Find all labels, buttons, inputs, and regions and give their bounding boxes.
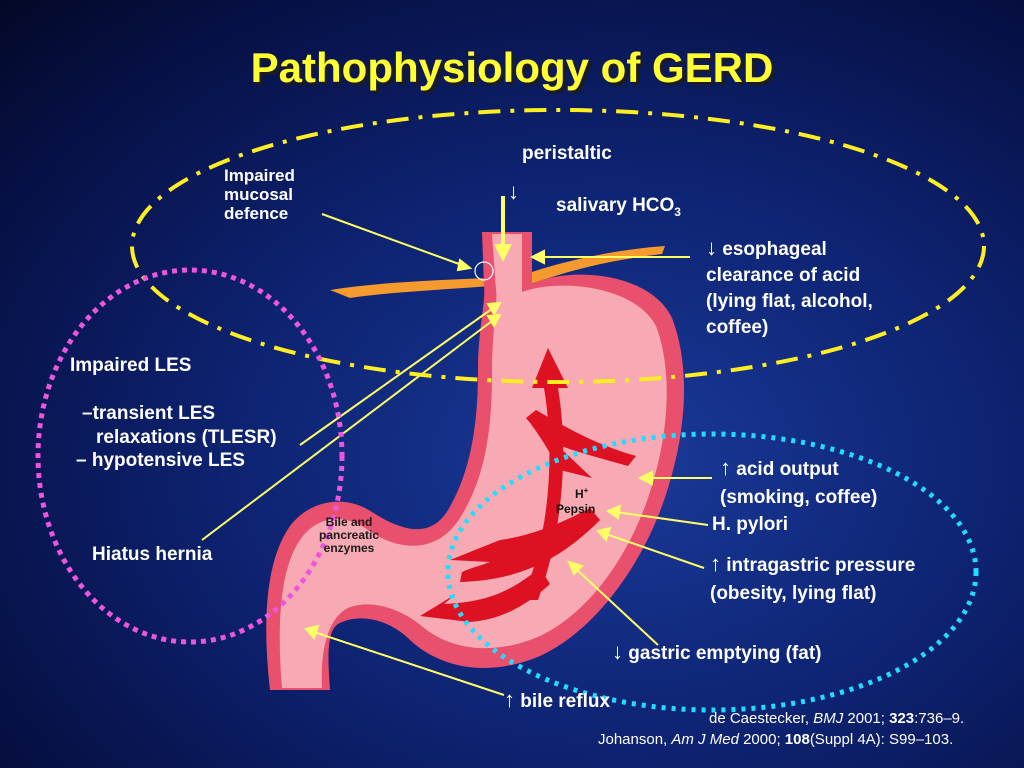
up-arrow-acid: ↑ [720, 455, 731, 480]
esophageal-clearance-label: ↓ esophageal clearance of acid (lying fl… [706, 235, 873, 339]
down-arrow-gastric: ↓ [612, 639, 623, 664]
pepsin-label: Pepsin [556, 502, 596, 516]
reference-2: Johanson, Am J Med 2000; 108(Suppl 4A): … [598, 731, 954, 748]
acid-output-label: ↑ acid output (smoking, coffee) [720, 455, 878, 509]
up-arrow-intragastric: ↑ [710, 551, 721, 576]
down-arrow-peristaltic: ↓ [508, 179, 519, 204]
peristaltic-arrowhead [494, 244, 512, 262]
gastric-region-ellipse [445, 431, 979, 713]
impaired-les-label: Impaired LES [70, 355, 192, 376]
mucosa-marker-circle [474, 261, 494, 281]
down-arrow-esophageal: ↓ [706, 235, 717, 260]
bile-reflux-label: ↑ bile reflux [504, 687, 611, 713]
reference-1: de Caestecker, BMJ 2001; 323:736–9. [709, 710, 965, 727]
stomach-lining [279, 234, 667, 688]
transient-les-label: –transient LES relaxations (TLESR) [82, 403, 277, 448]
gastric-emptying-label: ↓ gastric emptying (fat) [612, 639, 822, 665]
pointer-lines [201, 213, 712, 696]
h-plus-label: H+ [575, 486, 589, 501]
page-title: Pathophysiology of GERD [250, 44, 774, 91]
bile-enzymes-label: Bile and pancreatic enzymes [318, 515, 380, 555]
impaired-mucosal-defence-label: Impaired mucosal defence [224, 166, 295, 223]
reflux-arrows [420, 348, 636, 622]
peristaltic-label: peristaltic [522, 143, 612, 164]
hiatus-hernia-label: Hiatus hernia [92, 544, 213, 565]
up-arrow-bile: ↑ [504, 687, 515, 712]
les-region-ellipse [35, 267, 345, 645]
hypotensive-les-label: – hypotensive LES [76, 450, 245, 471]
intragastric-pressure-label: ↑ intragastric pressure (obesity, lying … [710, 551, 916, 605]
salivary-label: salivary HCO3 [556, 195, 681, 219]
esophageal-region-ellipse [130, 108, 986, 384]
h-pylori-label: H. pylori [712, 514, 789, 535]
